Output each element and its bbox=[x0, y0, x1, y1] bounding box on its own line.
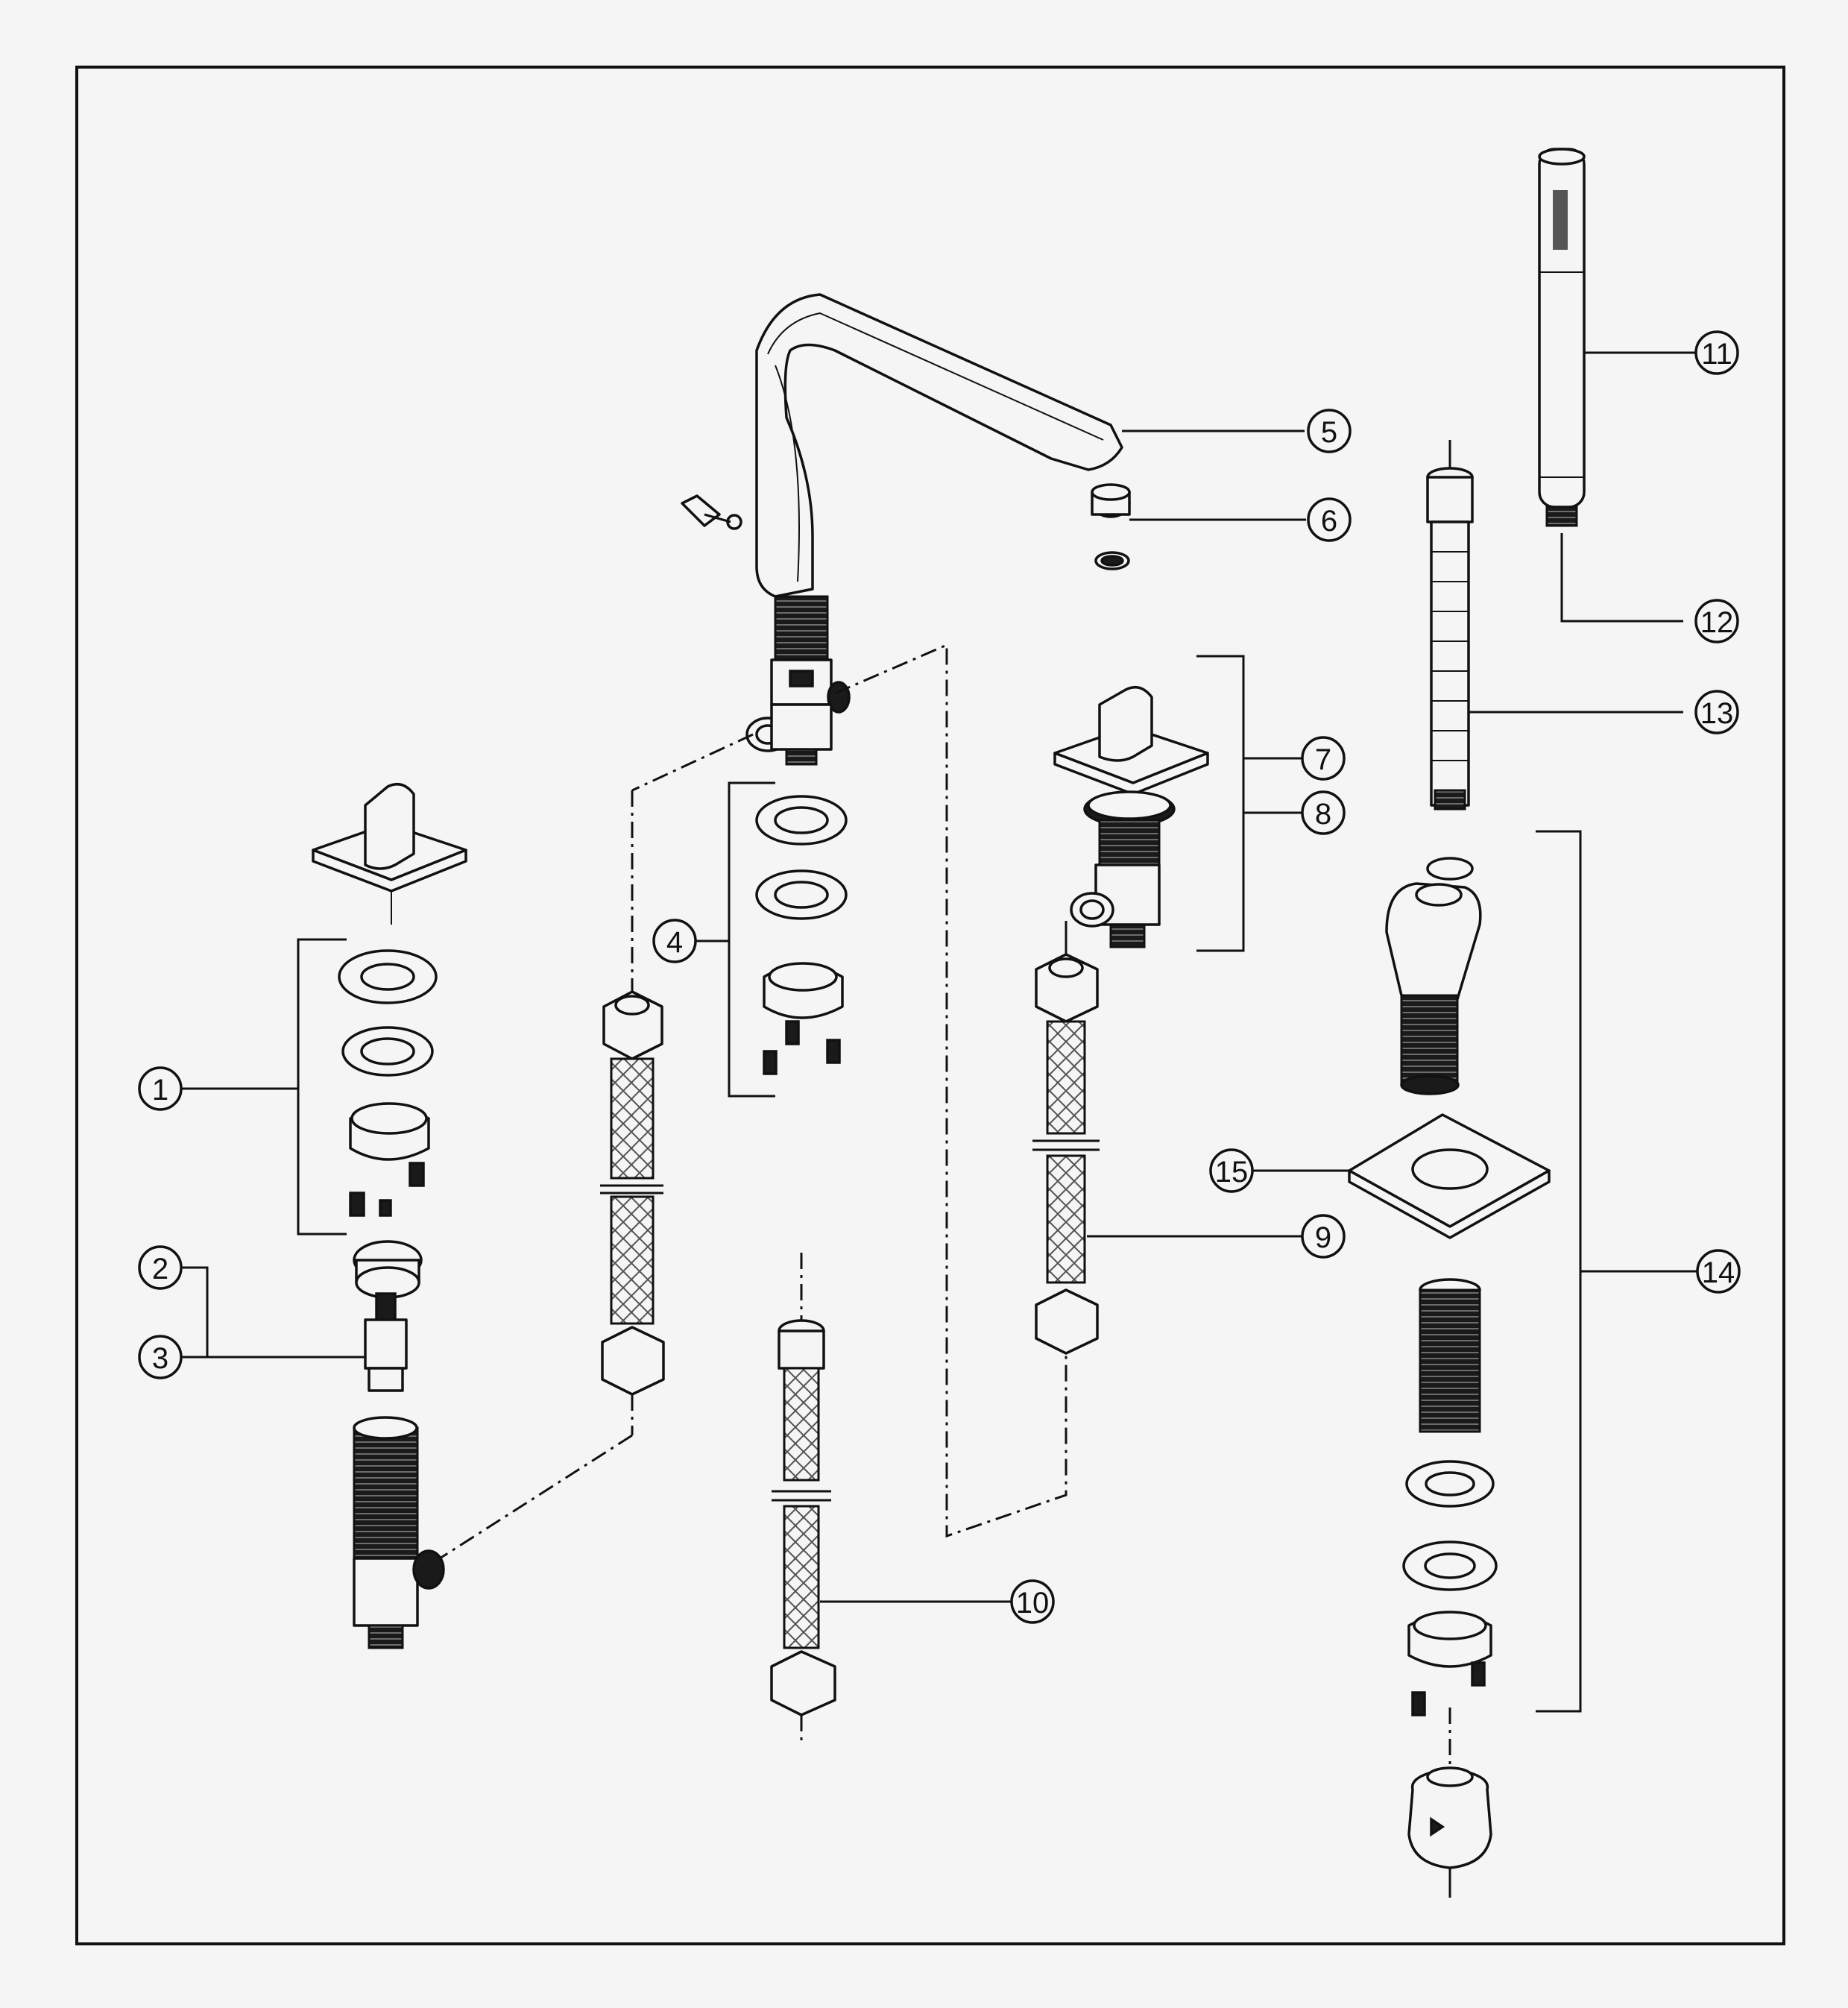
svg-text:1: 1 bbox=[152, 1074, 168, 1107]
svg-text:6: 6 bbox=[1321, 505, 1337, 538]
callout-14: 14 bbox=[1696, 1249, 1741, 1294]
svg-text:11: 11 bbox=[1701, 338, 1732, 371]
callout-8: 8 bbox=[1301, 790, 1346, 835]
center-hose bbox=[770, 1253, 836, 1741]
callout-15: 15 bbox=[1209, 1148, 1254, 1193]
callout-9: 9 bbox=[1301, 1214, 1346, 1259]
callout-10: 10 bbox=[1010, 1579, 1055, 1624]
left-hose bbox=[439, 790, 665, 1560]
hand-shower bbox=[1538, 148, 1698, 623]
svg-text:3: 3 bbox=[152, 1342, 168, 1375]
right-valve-assembly bbox=[1053, 685, 1209, 948]
spout-assembly bbox=[681, 293, 1131, 1075]
svg-text:5: 5 bbox=[1321, 416, 1337, 449]
callout-3: 3 bbox=[138, 1335, 183, 1379]
svg-text:2: 2 bbox=[152, 1253, 168, 1285]
svg-text:14: 14 bbox=[1702, 1256, 1735, 1289]
callout-4: 4 bbox=[652, 919, 697, 963]
callout-13: 13 bbox=[1694, 690, 1739, 734]
callout-6: 6 bbox=[1307, 497, 1352, 542]
svg-text:8: 8 bbox=[1315, 798, 1331, 831]
svg-text:15: 15 bbox=[1215, 1156, 1249, 1189]
shower-hose bbox=[1426, 440, 1683, 811]
svg-text:10: 10 bbox=[1016, 1587, 1050, 1620]
svg-text:4: 4 bbox=[666, 926, 683, 959]
diagram-frame bbox=[75, 66, 1785, 1945]
callout-5: 5 bbox=[1307, 409, 1352, 453]
svg-text:12: 12 bbox=[1700, 606, 1734, 639]
right-hose bbox=[1032, 921, 1100, 1355]
svg-text:7: 7 bbox=[1315, 743, 1331, 776]
callout-2: 2 bbox=[138, 1245, 183, 1290]
callout-7: 7 bbox=[1301, 736, 1346, 781]
callout-11: 11 bbox=[1694, 330, 1739, 375]
left-valve-assembly bbox=[312, 782, 467, 1649]
callout-1: 1 bbox=[138, 1066, 183, 1111]
svg-text:13: 13 bbox=[1700, 697, 1734, 730]
svg-text:9: 9 bbox=[1315, 1221, 1331, 1254]
holder-assembly bbox=[1252, 857, 1551, 1898]
callout-12: 12 bbox=[1694, 599, 1739, 643]
